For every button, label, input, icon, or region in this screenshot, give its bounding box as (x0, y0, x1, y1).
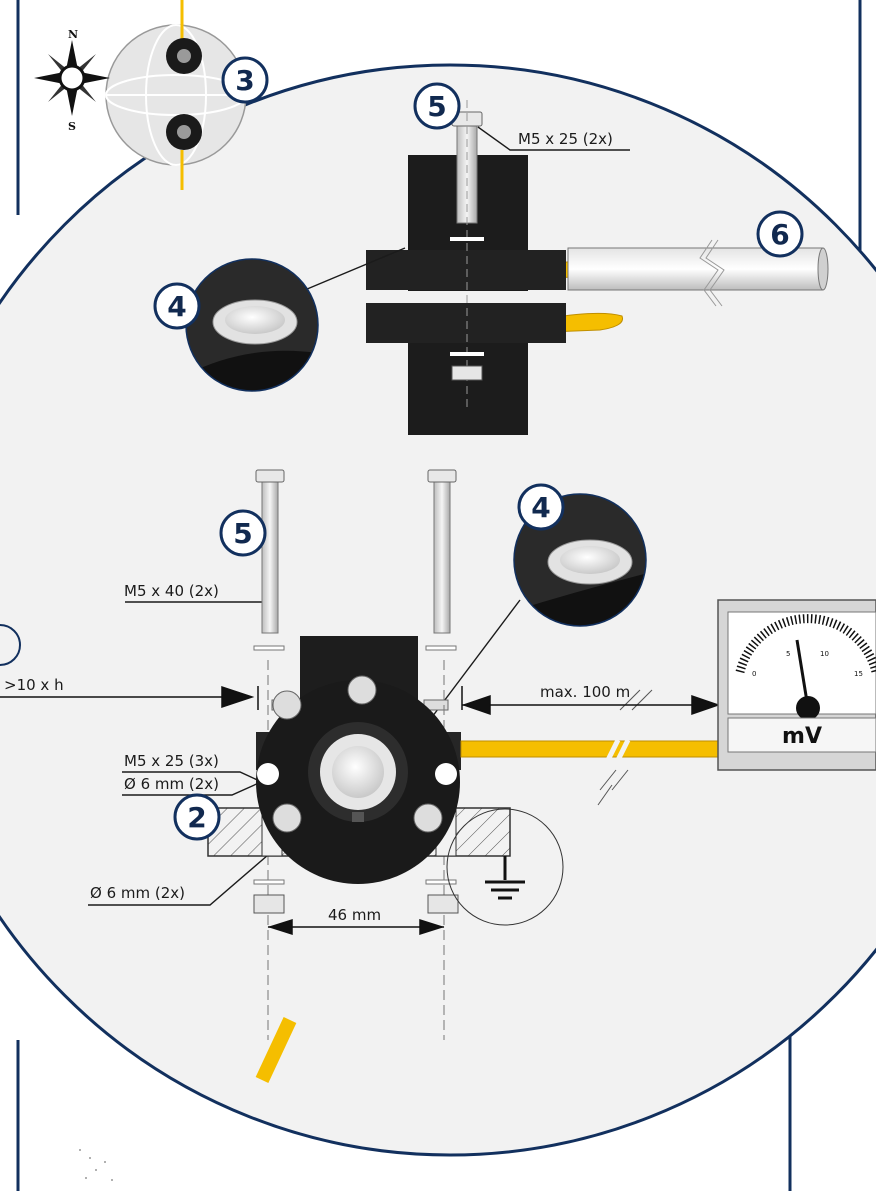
callout-4-top-number: 4 (167, 290, 186, 323)
label-max-cable: max. 100 m (540, 683, 630, 701)
label-screw-top: M5 x 25 (2x) (518, 130, 613, 148)
meter-scale-0: 0 (752, 670, 756, 678)
callout-2-number: 2 (187, 801, 206, 834)
frame-edge-marks (0, 624, 113, 1181)
meter-unit: mV (782, 724, 822, 749)
meter-scale-5: 5 (786, 650, 790, 658)
callout-6: 6 (756, 210, 804, 258)
sensor-top-view (255, 675, 460, 1083)
meter-scale-15: 15 (854, 670, 863, 678)
compass-rose-icon (34, 40, 110, 116)
callout-3-number: 3 (235, 64, 254, 97)
callout-2: 2 (173, 793, 221, 841)
callout-5-top-number: 5 (427, 90, 446, 123)
ground-symbol-icon (485, 856, 525, 900)
compass-south: S (68, 120, 76, 133)
callout-4-top: 4 (153, 282, 201, 330)
label-screw-flange: M5 x 25 (3x) (124, 752, 219, 770)
label-spacing: 46 mm (328, 906, 381, 924)
callout-3: 3 (221, 56, 269, 104)
meter-scale-10: 10 (820, 650, 829, 658)
dimension-arrows (0, 685, 721, 936)
callout-5-middle: 5 (219, 509, 267, 557)
top-sensor-assembly (366, 100, 829, 435)
label-hole-diameter-bottom: Ø 6 mm (2x) (124, 775, 219, 793)
compass-north: N (68, 28, 78, 41)
lens-detail-top (185, 258, 319, 392)
label-distance: >10 x h (4, 676, 64, 694)
callout-4-middle-number: 4 (531, 491, 550, 524)
callout-5-middle-number: 5 (233, 517, 252, 550)
callout-5-top: 5 (413, 82, 461, 130)
voltmeter-icon (717, 599, 876, 771)
globe-icon (105, 0, 247, 190)
label-screw-long: M5 x 40 (2x) (124, 582, 219, 600)
callout-6-number: 6 (770, 218, 789, 251)
label-hole-diameter: Ø 6 mm (2x) (90, 884, 185, 902)
callout-4-middle: 4 (517, 483, 565, 531)
